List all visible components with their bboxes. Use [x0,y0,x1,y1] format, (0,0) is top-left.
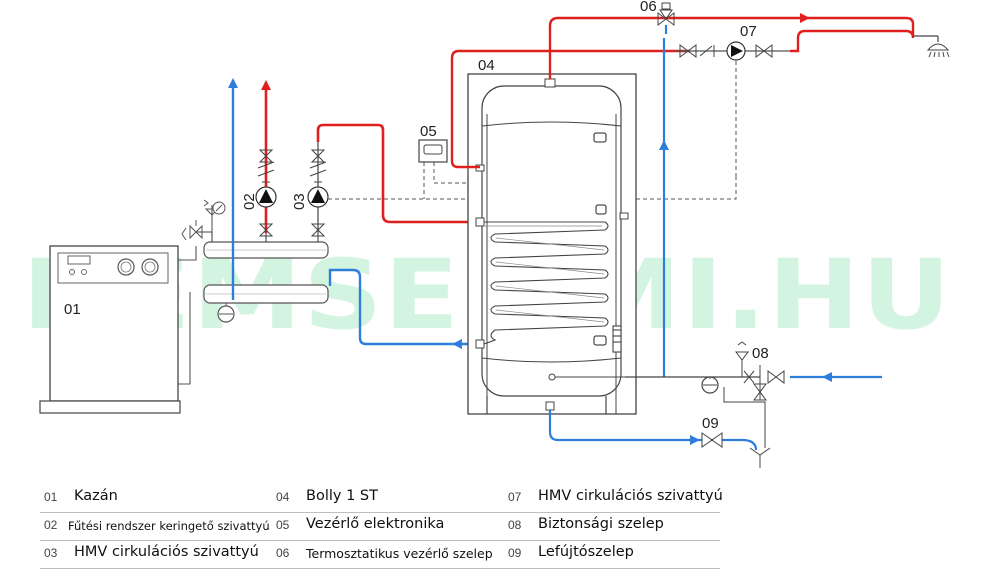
manifolds [203,232,329,323]
heating-circuit-pipes [228,78,271,300]
hot-water-supply-pipe [548,16,915,79]
legend-label: Vezérlő elektronika [306,516,445,532]
safety-valve-cluster [181,199,226,241]
circulation-pump-07 [676,41,790,61]
label-02: 02 [241,193,258,210]
legend-item: 07 HMV cirkulációs szivattyú [504,484,732,512]
safety-group-08 [723,341,785,468]
label-08: 08 [752,345,769,362]
legend-item: 06 Termosztatikus vezérlő szelep [272,540,500,568]
legend-label: Biztonsági szelep [538,516,664,532]
coil-return-pipe [328,268,478,346]
legend-number: 06 [276,546,290,560]
pump-03 [307,140,329,237]
legend-item: 03 HMV cirkulációs szivattyú [40,540,268,568]
legend-label: HMV cirkulációs szivattyú [538,488,723,504]
legend-item: 04 Bolly 1 ST [272,484,500,512]
legend-item: 02 Fűtési rendszer keringető szivattyú [40,512,270,540]
legend-table: 01 Kazán 04 Bolly 1 ST 07 HMV cirkuláció… [40,484,723,569]
legend-number: 08 [508,518,522,532]
expansion-gauge [701,376,719,394]
label-07: 07 [740,23,757,40]
legend-row: 01 Kazán 04 Bolly 1 ST 07 HMV cirkuláció… [40,484,723,513]
legend-item: 01 Kazán [40,484,268,512]
label-09: 09 [702,415,719,432]
legend-item: 08 Biztonsági szelep [504,512,732,540]
heat-exchanger-coil [483,221,609,345]
legend-label: Fűtési rendszer keringető szivattyú [68,519,270,533]
legend-item: 05 Vezérlő elektronika [272,512,500,540]
label-06: 06 [640,0,657,15]
legend-number: 07 [508,490,522,504]
legend-row: 02 Fűtési rendszer keringető szivattyú 0… [40,512,720,541]
legend-item: 09 Lefújtószelep [504,540,732,568]
label-03: 03 [291,193,308,210]
pump-02 [255,149,277,237]
label-05: 05 [420,123,437,140]
coil-supply-pipe [316,123,480,227]
circulation-pipe-red [450,49,690,169]
thermostatic-valve-06 [657,2,675,34]
legend-label: Kazán [74,488,118,504]
label-04: 04 [478,57,495,74]
controller-05 [418,139,448,163]
label-01: 01 [64,301,81,318]
legend-row: 03 HMV cirkulációs szivattyú 06 Termoszt… [40,540,720,569]
legend-label: Termosztatikus vezérlő szelep [306,546,493,561]
shower-head [913,35,950,58]
legend-number: 02 [44,518,58,532]
drain-valve-09 [701,432,723,448]
legend-label: Bolly 1 ST [306,488,378,504]
circulation-return-pipe [790,29,915,53]
legend-label: Lefújtószelep [538,544,634,560]
legend-number: 09 [508,546,522,560]
legend-label: HMV cirkulációs szivattyú [74,544,259,560]
legend-number: 03 [44,546,58,560]
legend-number: 01 [44,490,58,504]
drain-pipe [548,410,758,451]
boiler [39,245,197,414]
legend-number: 04 [276,490,290,504]
legend-number: 05 [276,518,290,532]
